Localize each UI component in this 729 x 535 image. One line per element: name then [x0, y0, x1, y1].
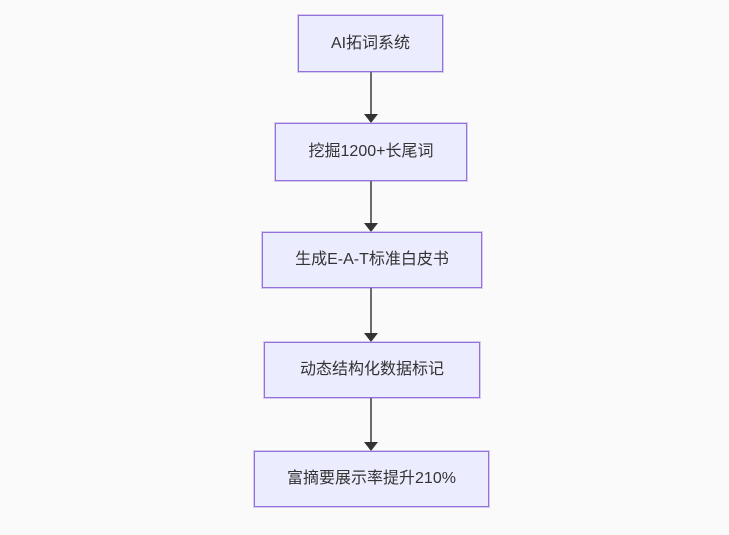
node-label: 挖掘1200+长尾词 — [308, 143, 434, 161]
flowchart-node-mine-longtail-keywords: 挖掘1200+长尾词 — [275, 123, 467, 181]
flowchart-node-generate-eat-whitepaper: 生成E-A-T标准白皮书 — [262, 232, 482, 288]
edge-line — [370, 398, 372, 442]
edge-line — [370, 72, 372, 114]
edge-line — [370, 288, 372, 333]
arrowhead-down-icon — [364, 442, 378, 451]
flowchart-node-dynamic-structured-data-markup: 动态结构化数据标记 — [264, 342, 480, 398]
node-label: 生成E-A-T标准白皮书 — [295, 251, 449, 269]
arrowhead-down-icon — [364, 114, 378, 123]
edge-connector-3 — [364, 288, 378, 342]
node-label: 富摘要展示率提升210% — [287, 470, 456, 488]
node-label: 动态结构化数据标记 — [299, 361, 444, 379]
edge-connector-1 — [364, 72, 378, 123]
edge-line — [370, 181, 372, 223]
arrowhead-down-icon — [364, 223, 378, 232]
node-label: AI拓词系统 — [330, 34, 411, 52]
edge-connector-4 — [364, 398, 378, 451]
flowchart-node-rich-snippet-rate-increase: 富摘要展示率提升210% — [254, 451, 489, 507]
arrowhead-down-icon — [364, 333, 378, 342]
flowchart-node-ai-word-expansion-system: AI拓词系统 — [298, 15, 443, 72]
edge-connector-2 — [364, 181, 378, 232]
